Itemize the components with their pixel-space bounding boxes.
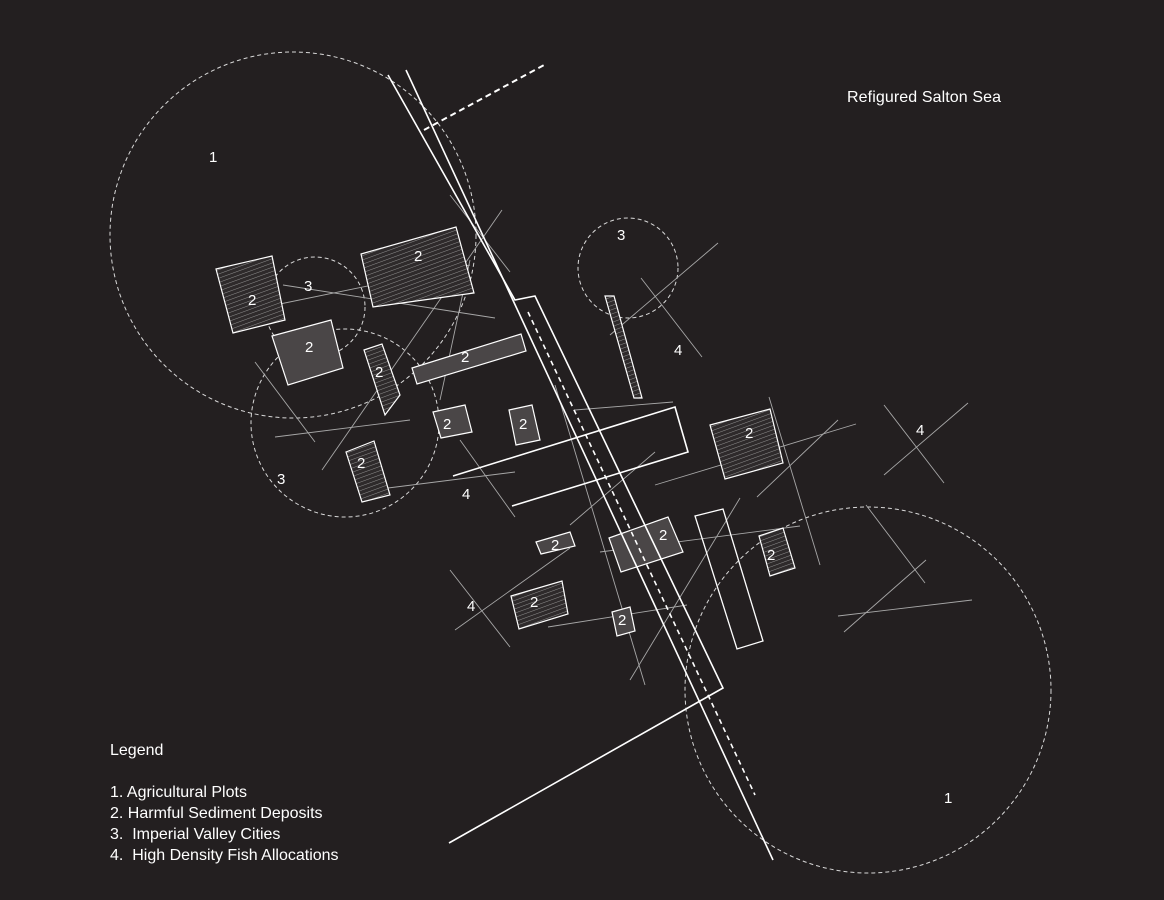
deposit-shape <box>432 404 473 439</box>
dashed-top-line <box>423 63 547 131</box>
label-agricultural-1: 1 <box>944 790 952 807</box>
deposit-shape <box>345 440 391 503</box>
label-deposit-2: 2 <box>745 425 753 442</box>
shoreline-west <box>387 74 725 844</box>
long-plot-outline <box>452 405 689 507</box>
deposit-shape <box>608 516 684 573</box>
label-deposit-2: 2 <box>375 364 383 381</box>
deposit-shape <box>271 319 344 386</box>
label-deposit-2: 2 <box>551 537 559 554</box>
deposit-shape <box>215 255 286 334</box>
shoreline-east <box>405 69 774 861</box>
label-city-3: 3 <box>617 227 625 244</box>
label-deposit-2: 2 <box>443 416 451 433</box>
east-plot-outline <box>694 508 764 650</box>
sediment-deposits <box>215 226 796 637</box>
map-labels: 1 1 2 2 2 2 2 2 2 2 2 2 2 2 2 2 3 3 3 4 … <box>209 149 952 807</box>
deposit-shape <box>363 343 401 417</box>
deposit-shape <box>611 606 636 637</box>
city-circle-north <box>577 217 679 319</box>
deposit-shape <box>360 226 475 308</box>
deposit-shape <box>535 531 576 555</box>
dashed-channel <box>527 311 756 796</box>
label-deposit-2: 2 <box>767 547 775 564</box>
label-deposit-2: 2 <box>248 292 256 309</box>
label-deposit-2: 2 <box>414 248 422 265</box>
label-city-3: 3 <box>304 278 312 295</box>
deposit-shape <box>510 580 569 630</box>
legend-item-fish-allocations: 4. High Density Fish Allocations <box>110 847 339 864</box>
deposit-shape <box>411 333 527 385</box>
legend-item-agricultural-plots: 1. Agricultural Plots <box>110 784 247 801</box>
legend-item-sediment-deposits: 2. Harmful Sediment Deposits <box>110 805 323 822</box>
legend-item-valley-cities: 3. Imperial Valley Cities <box>110 826 281 843</box>
agricultural-plot-circle-se <box>684 506 1052 874</box>
label-deposit-2: 2 <box>357 455 365 472</box>
label-agricultural-1: 1 <box>209 149 217 166</box>
label-city-3: 3 <box>277 471 285 488</box>
deposit-shape <box>709 408 784 480</box>
label-deposit-2: 2 <box>618 612 626 629</box>
legend-title: Legend <box>110 742 164 759</box>
label-deposit-2: 2 <box>305 339 313 356</box>
label-fish-4: 4 <box>467 598 475 615</box>
legend: Legend 1. Agricultural Plots 2. Harmful … <box>110 740 339 866</box>
deposit-shape <box>604 295 643 399</box>
deposit-shape <box>758 527 796 577</box>
deposit-shape <box>508 404 541 446</box>
label-fish-4: 4 <box>916 422 924 439</box>
label-deposit-2: 2 <box>530 594 538 611</box>
label-deposit-2: 2 <box>659 527 667 544</box>
label-fish-4: 4 <box>462 486 470 503</box>
thin-lines <box>254 194 973 686</box>
main-structures <box>387 63 774 861</box>
label-deposit-2: 2 <box>461 349 469 366</box>
label-deposit-2: 2 <box>519 416 527 433</box>
label-fish-4: 4 <box>674 342 682 359</box>
diagram-title: Refigured Salton Sea <box>847 89 1002 106</box>
agricultural-plot-circle-nw <box>109 51 477 419</box>
